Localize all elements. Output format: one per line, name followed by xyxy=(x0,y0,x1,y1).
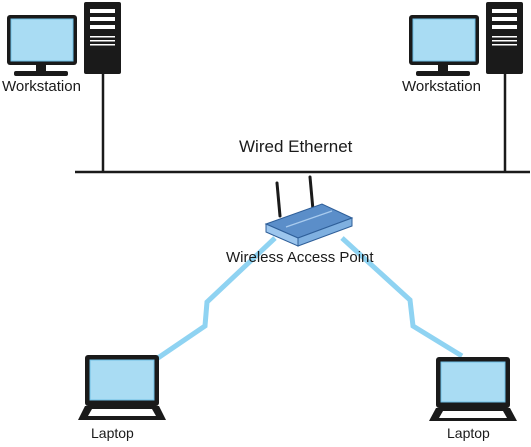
laptop-right-icon xyxy=(429,357,517,421)
wired-ethernet-label: Wired Ethernet xyxy=(239,137,353,156)
workstation-left-icon xyxy=(7,2,121,76)
workstation-left-label: Workstation xyxy=(2,78,81,95)
workstation-right-label: Workstation xyxy=(402,78,481,95)
laptop-left-label: Laptop xyxy=(91,425,134,441)
laptop-right-label: Laptop xyxy=(447,425,490,441)
wireless-link-right xyxy=(340,236,464,359)
antenna-right xyxy=(308,175,315,212)
wireless-link-left xyxy=(150,236,277,365)
antenna-left xyxy=(275,181,282,218)
wireless-access-point-icon xyxy=(264,175,354,247)
workstation-right-icon xyxy=(409,2,523,76)
access-point-label: Wireless Access Point xyxy=(226,249,374,266)
laptop-left-icon xyxy=(78,355,166,420)
